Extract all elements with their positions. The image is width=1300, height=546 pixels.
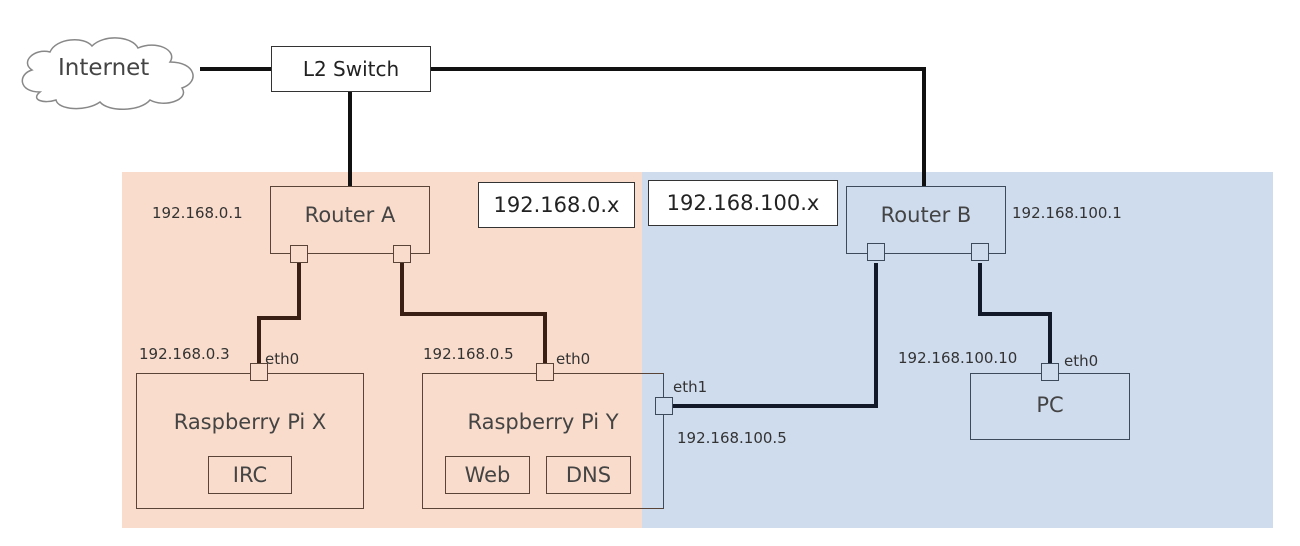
pi-y-label: Raspberry Pi Y [467, 410, 619, 434]
subnet-a-label: 192.168.0.x [493, 193, 620, 217]
internet-label: Internet [58, 55, 150, 81]
internet-cloud-icon [21, 37, 194, 110]
l2-switch[interactable]: L2 Switch [271, 46, 431, 92]
router-a-ip: 192.168.0.1 [152, 204, 243, 222]
pi-y-eth1-label: eth1 [673, 378, 708, 396]
pc-eth0-label: eth0 [1064, 352, 1099, 370]
link-routerb-piy-eth1 [672, 263, 878, 408]
pi-y-eth0-port[interactable] [536, 363, 554, 381]
subnet-b-label: 192.168.100.x [666, 191, 820, 215]
service-dns[interactable]: DNS [546, 456, 631, 494]
subnet-b-zone [642, 172, 1273, 528]
service-irc[interactable]: IRC [208, 456, 292, 494]
pi-y-ip: 192.168.0.5 [423, 345, 514, 363]
pi-y-eth1-port[interactable] [655, 397, 673, 415]
pi-x-eth0-port[interactable] [250, 363, 268, 381]
pc-ip: 192.168.100.10 [898, 349, 1018, 367]
router-b[interactable]: Router B [846, 186, 1006, 254]
router-b-ip: 192.168.100.1 [1012, 204, 1122, 222]
link-switch-router-b [430, 67, 926, 187]
pc-eth0-port[interactable] [1041, 363, 1059, 381]
router-b-port-1[interactable] [867, 243, 885, 261]
subnet-a-label-box: 192.168.0.x [478, 182, 635, 228]
service-irc-label: IRC [232, 463, 268, 487]
router-a-port-1[interactable] [290, 245, 308, 263]
link-routera-pix [257, 263, 301, 364]
service-dns-label: DNS [565, 463, 612, 487]
router-b-label: Router B [880, 203, 972, 227]
subnet-b-label-box: 192.168.100.x [648, 180, 838, 226]
service-web[interactable]: Web [445, 456, 530, 494]
pi-y-eth1-ip: 192.168.100.5 [677, 429, 787, 447]
pc[interactable]: PC [970, 373, 1130, 440]
l2-switch-label: L2 Switch [302, 57, 400, 81]
router-a[interactable]: Router A [270, 186, 430, 254]
service-web-label: Web [464, 463, 511, 487]
link-routerb-pc [978, 263, 1052, 364]
pi-x-label: Raspberry Pi X [173, 410, 327, 434]
pi-x-ip: 192.168.0.3 [139, 345, 230, 363]
router-a-port-2[interactable] [393, 245, 411, 263]
link-routera-piy [400, 263, 547, 364]
pc-label: PC [1036, 392, 1064, 417]
pi-x-eth0-label: eth0 [265, 350, 300, 368]
pi-y-eth0-label: eth0 [556, 350, 591, 368]
router-a-label: Router A [304, 203, 396, 227]
router-b-port-2[interactable] [971, 243, 989, 261]
